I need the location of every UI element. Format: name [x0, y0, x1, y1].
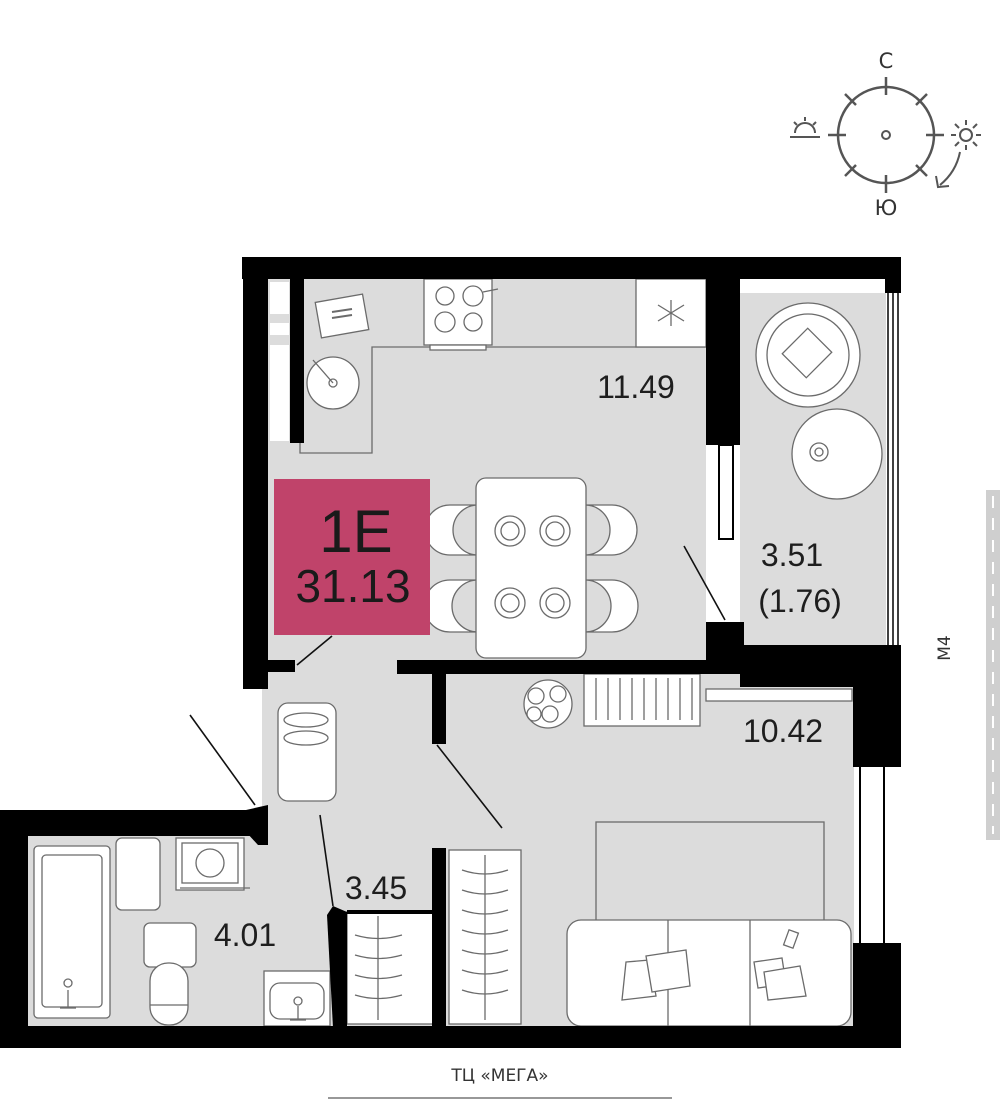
- curved-arrow-icon: [935, 151, 961, 189]
- bedroom-window: [856, 767, 898, 943]
- door-swings: [189, 545, 726, 907]
- balcony-door: [718, 444, 734, 540]
- washing-machine-icon: [175, 837, 250, 891]
- washbasin-icon: [263, 970, 331, 1027]
- laundry-basket-icon: [115, 837, 161, 911]
- kitchen-window: [270, 282, 289, 441]
- balcony-glazing: [885, 279, 901, 648]
- compass-south-label: Ю: [875, 196, 898, 220]
- bathtub-icon: [33, 845, 111, 1019]
- dining-set: [423, 477, 639, 659]
- sofa-bed: [566, 821, 852, 1027]
- sun-icon: [951, 120, 981, 150]
- sunrise-icon: [790, 117, 820, 138]
- balcony-reduced-area-label: (1.76): [758, 583, 842, 619]
- road-m4: М4: [935, 490, 1000, 840]
- bathroom-area-label: 4.01: [214, 917, 276, 953]
- mall-label: ТЦ «МЕГА»: [450, 1066, 548, 1086]
- unit-badge-background: [274, 479, 430, 635]
- round-table-icon: [791, 408, 883, 500]
- bedroom-area-label: 10.42: [743, 713, 823, 749]
- road-label: М4: [935, 635, 955, 660]
- fridge-icon: [635, 278, 707, 348]
- furniture: [33, 278, 883, 1027]
- balcony-area-label: 3.51: [761, 537, 823, 573]
- walls: [0, 257, 901, 1048]
- plant-icon: [523, 679, 573, 729]
- armchair-icon: [755, 302, 861, 408]
- cutting-board-icon: [314, 293, 370, 339]
- toilet-icon: [143, 922, 197, 1026]
- stove-icon: [423, 278, 499, 351]
- kitchen-area-label: 11.49: [597, 369, 675, 405]
- bookshelf-icon: [583, 673, 701, 727]
- shoe-mat-icon: [277, 702, 337, 802]
- mall-reference: ТЦ «МЕГА»: [328, 1066, 672, 1099]
- radiator-icon: [705, 688, 853, 702]
- unit-type-label: 1Е: [319, 498, 392, 565]
- unit-total-area: 31.13: [295, 560, 410, 612]
- hall-area-label: 3.45: [345, 870, 407, 906]
- unit-badge: 1Е 31.13: [274, 479, 430, 635]
- compass-north-label: С: [879, 49, 894, 73]
- sink-icon: [306, 356, 360, 410]
- compass: С Ю: [790, 49, 981, 220]
- wardrobe-bedroom: [448, 849, 522, 1025]
- wardrobe-hall: [346, 911, 434, 1025]
